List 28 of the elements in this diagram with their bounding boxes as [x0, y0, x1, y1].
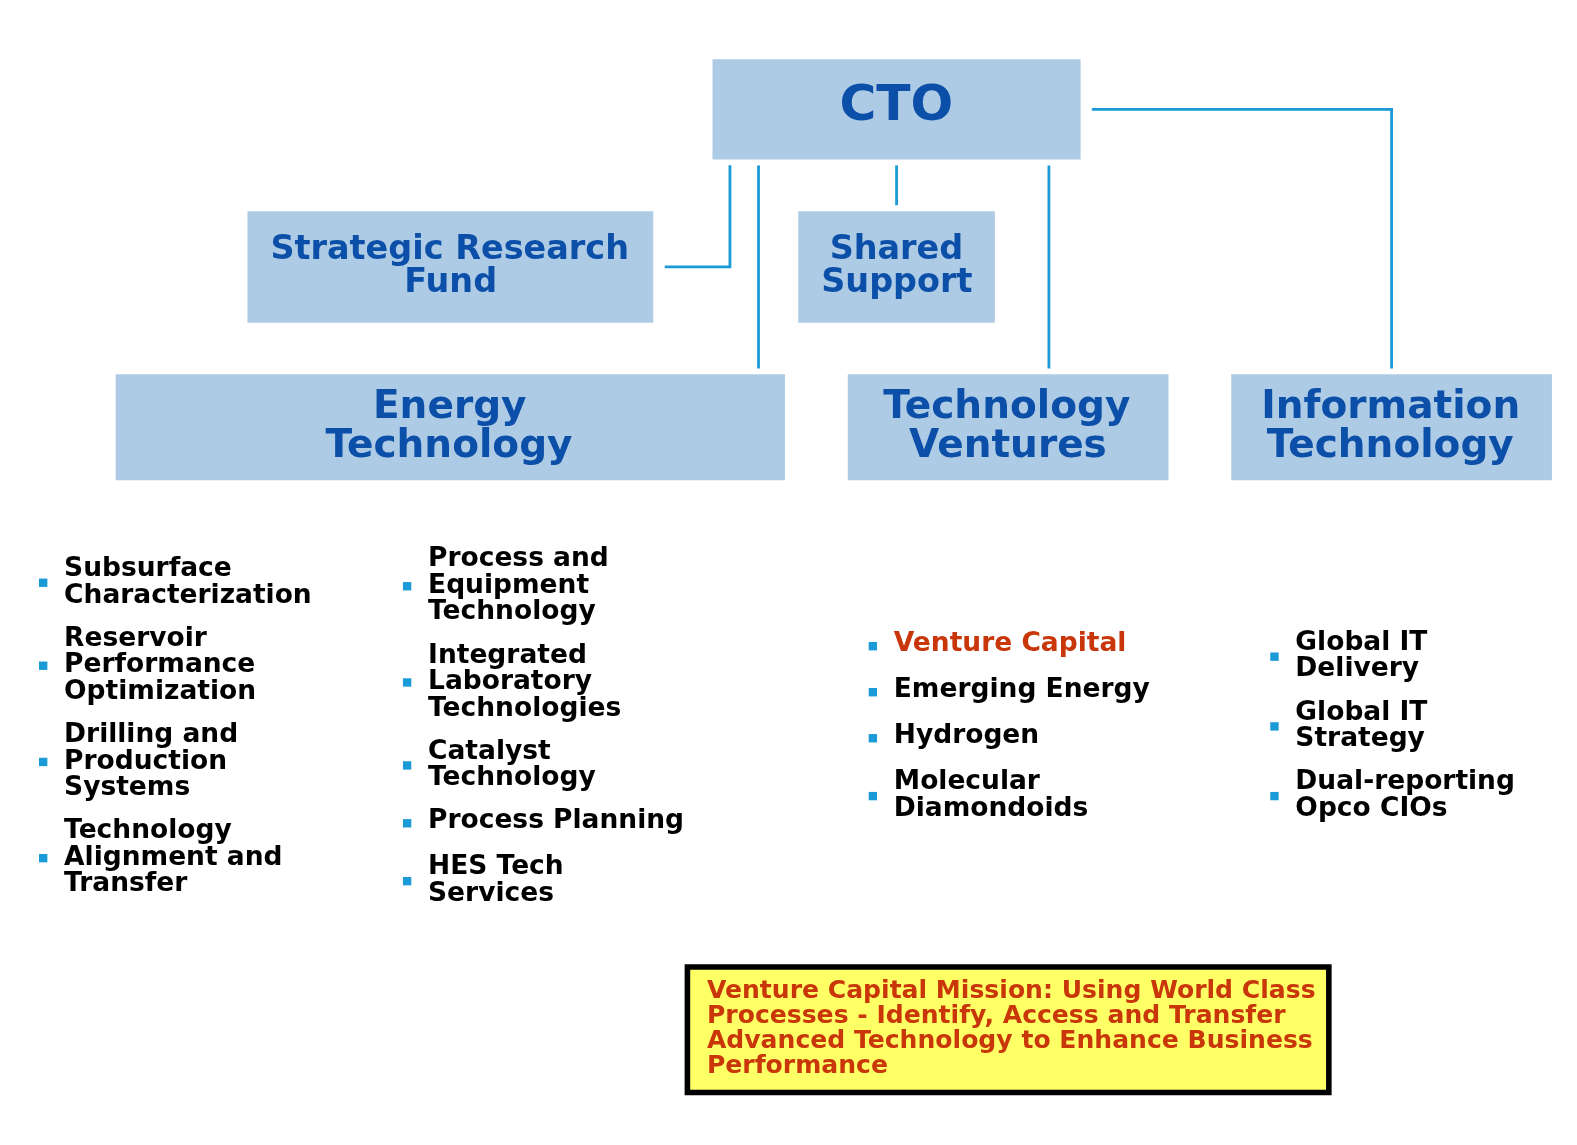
node-label: Drilling and Production Systems [64, 716, 239, 801]
node-box: CTO [712, 58, 1081, 160]
node-label: Global IT Delivery [1295, 624, 1428, 682]
node-label: Subsurface Characterization [64, 550, 312, 609]
connector [1047, 164, 1051, 368]
node-label: Global IT Strategy [1295, 694, 1428, 752]
node-label: Reservoir Performance Optimization [64, 620, 257, 705]
node-box: Strategic Research Fund [247, 210, 654, 323]
node-label: Venture Capital [893, 625, 1127, 657]
node-label: Catalyst Technology [428, 733, 596, 791]
node-box: Energy Technology [115, 373, 785, 480]
node-label: Dual-reporting Opco CIOs [1295, 763, 1515, 822]
node-label: Integrated Laboratory Technologies [428, 637, 622, 722]
connector [1091, 107, 1393, 369]
node-box: Technology Ventures [847, 373, 1169, 480]
connector [895, 164, 898, 205]
node-label: Emerging Energy [893, 671, 1150, 703]
node-label: Molecular Diamondoids [893, 763, 1089, 822]
node-label: Hydrogen [893, 717, 1040, 749]
node-label: HES Tech Services [428, 848, 564, 907]
node-box: Information Technology [1231, 373, 1552, 480]
connector [757, 164, 760, 368]
node-label: Process and Equipment Technology [428, 540, 609, 625]
node-box: Venture Capital Mission: Using World Class Processes - Identify, Access and Transfer Advanced Technology to Enhance Business Performance [684, 963, 1332, 1095]
connector [664, 164, 732, 268]
node-box: Shared Support [798, 210, 995, 323]
node-label: Process Planning [428, 802, 685, 834]
node-label: Technology Alignment and Transfer [64, 812, 283, 897]
